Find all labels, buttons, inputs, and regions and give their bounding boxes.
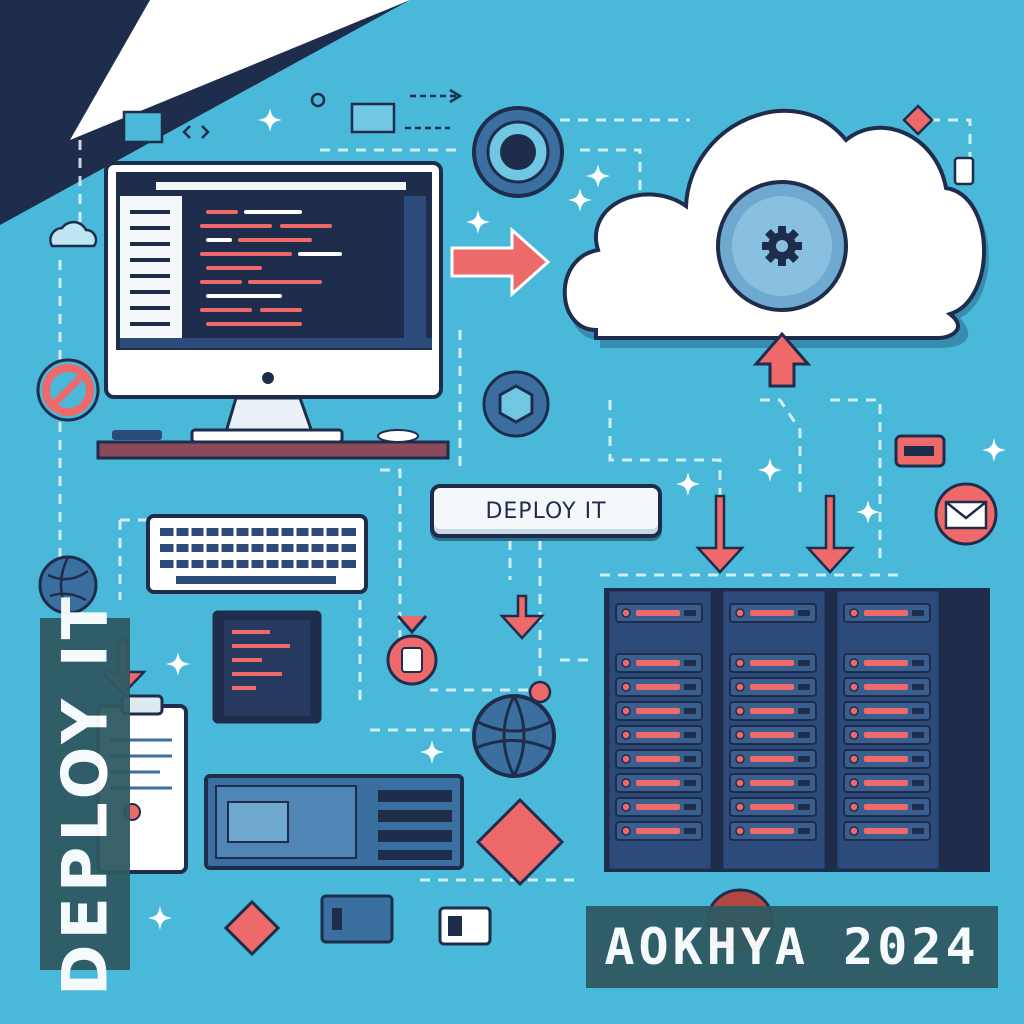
cloud-gear-icon — [562, 109, 989, 348]
location-badge-icon — [386, 615, 438, 686]
server-rack-icon — [604, 588, 990, 872]
desktop-monitor-icon — [96, 161, 450, 460]
mini-cloud-icon — [49, 220, 98, 248]
diamond-small-icon — [902, 104, 934, 136]
corner-white-band — [70, 0, 410, 140]
deploy-it-button[interactable]: DEPLOY IT — [430, 484, 662, 538]
arrow-down-icons — [499, 494, 855, 640]
keyboard-icon — [146, 514, 368, 594]
hexagon-badge-icon — [482, 370, 550, 438]
envelope-icon — [934, 482, 998, 546]
side-banner-text: DEPLOY IT — [48, 592, 122, 996]
arrow-right-icon — [450, 226, 551, 298]
network-device-icon — [204, 774, 464, 870]
corner-decoration — [0, 0, 410, 225]
gear-badge-icon — [472, 106, 564, 198]
diamond-icon — [475, 797, 565, 887]
plug-icon — [953, 156, 975, 186]
terminal-window-icon — [212, 610, 322, 724]
drive-icon — [320, 894, 394, 944]
diamond-small-bottom-icon — [223, 899, 281, 957]
side-banner: DEPLOY IT — [40, 592, 130, 996]
arrow-up-icon — [752, 331, 812, 388]
usb-icon — [438, 906, 492, 946]
globe-icon — [472, 680, 556, 778]
watermark-label: AOKHYA 2024 — [586, 906, 998, 988]
deploy-it-label: DEPLOY IT — [485, 498, 607, 524]
top-small-icons — [122, 88, 463, 144]
